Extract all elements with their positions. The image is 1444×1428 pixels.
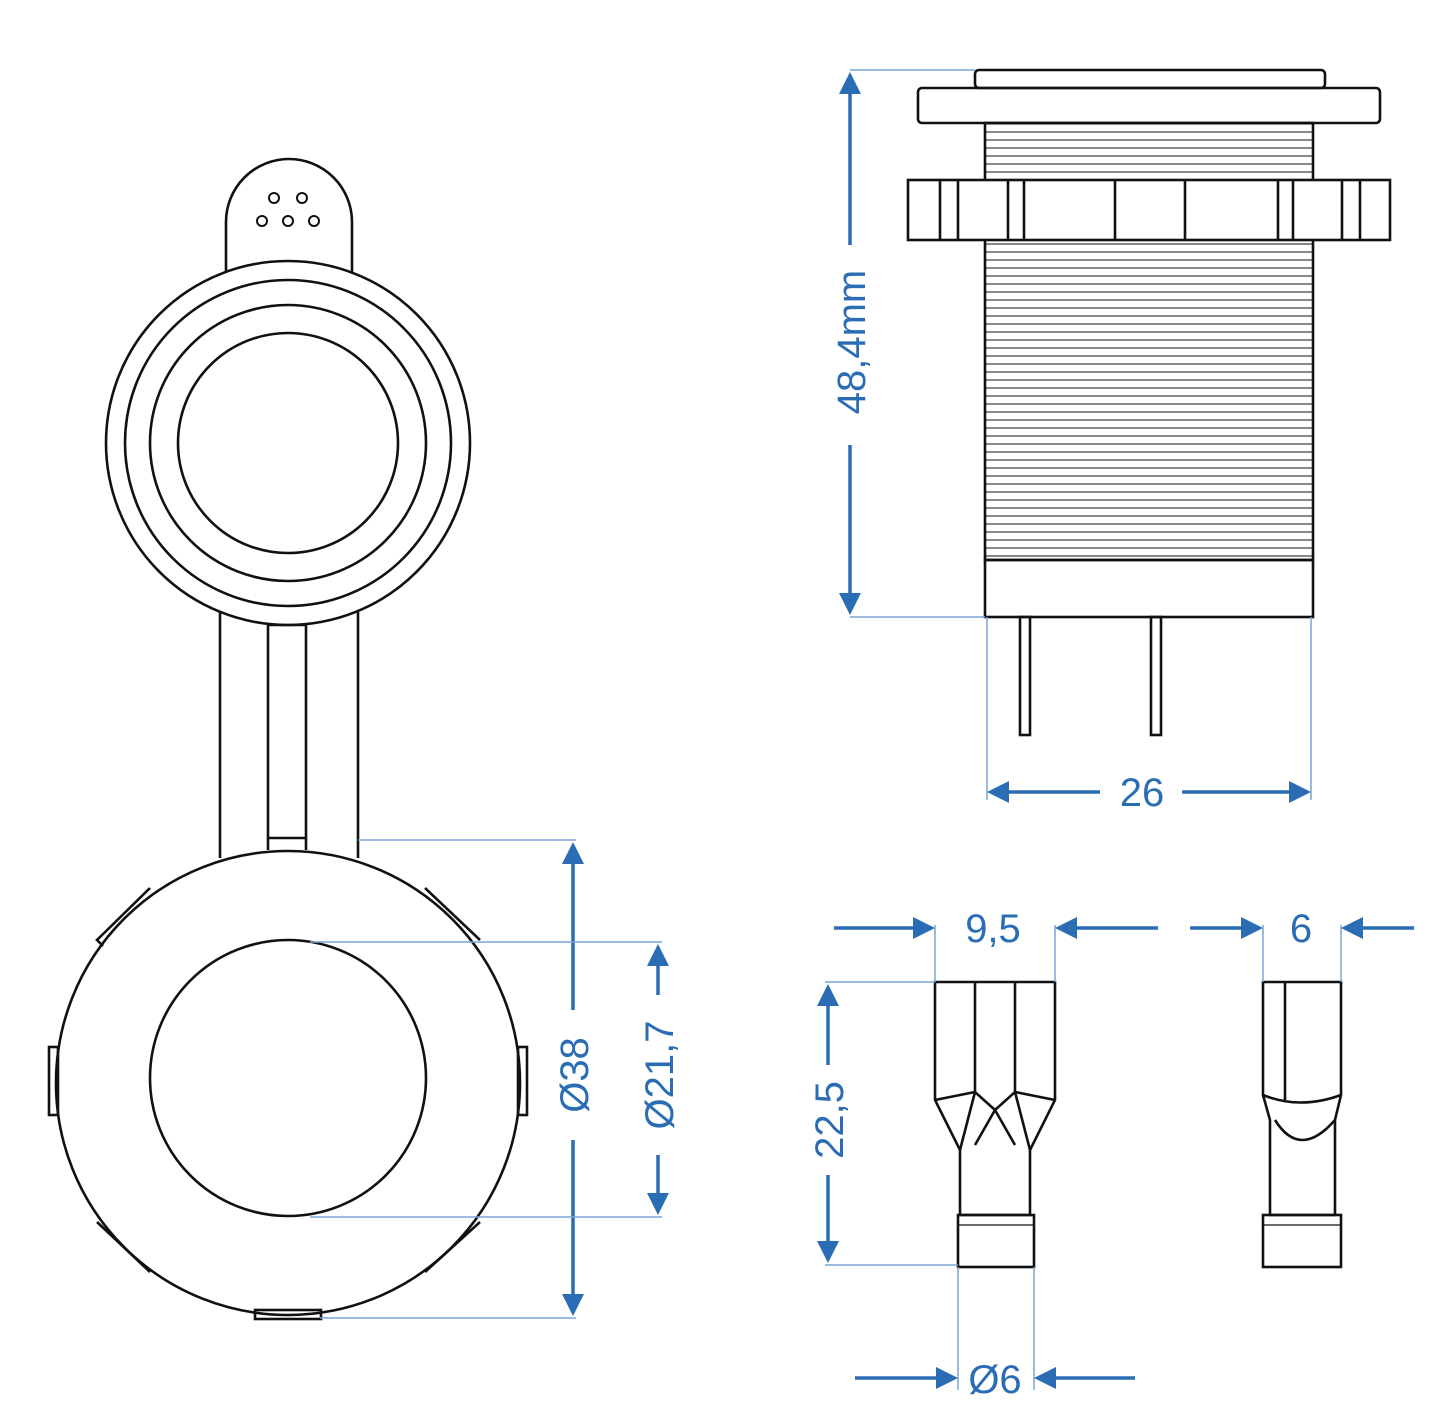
outer-diameter-label: Ø38 (553, 1037, 597, 1113)
terminal-base-diameter-dimension: Ø6 (855, 1267, 1135, 1402)
terminal-wide-width-dimension: 9,5 (834, 907, 1158, 982)
body-width-dimension: 26 (986, 617, 1312, 815)
socket-front-view (47, 849, 529, 1321)
terminal-length-label: 22,5 (808, 1081, 852, 1159)
terminal-length-dimension: 22,5 (808, 981, 958, 1266)
terminal-narrow-width-label: 6 (1290, 907, 1312, 951)
terminal-front-view (933, 980, 1057, 1269)
socket-side-view (906, 68, 1392, 737)
terminal-side-view (1261, 980, 1343, 1269)
inner-diameter-label: Ø21,7 (638, 1021, 682, 1130)
outer-diameter-dimension: Ø38 (320, 839, 597, 1319)
terminal-wide-width-label: 9,5 (965, 907, 1021, 951)
height-dimension: 48,4mm (830, 69, 985, 618)
terminal-narrow-width-dimension: 6 (1190, 907, 1414, 982)
cap-front-view (104, 157, 472, 858)
body-width-label: 26 (1120, 771, 1165, 815)
inner-diameter-dimension: Ø21,7 (310, 941, 682, 1218)
terminal-base-diameter-label: Ø6 (968, 1358, 1021, 1402)
height-label: 48,4mm (830, 270, 874, 415)
